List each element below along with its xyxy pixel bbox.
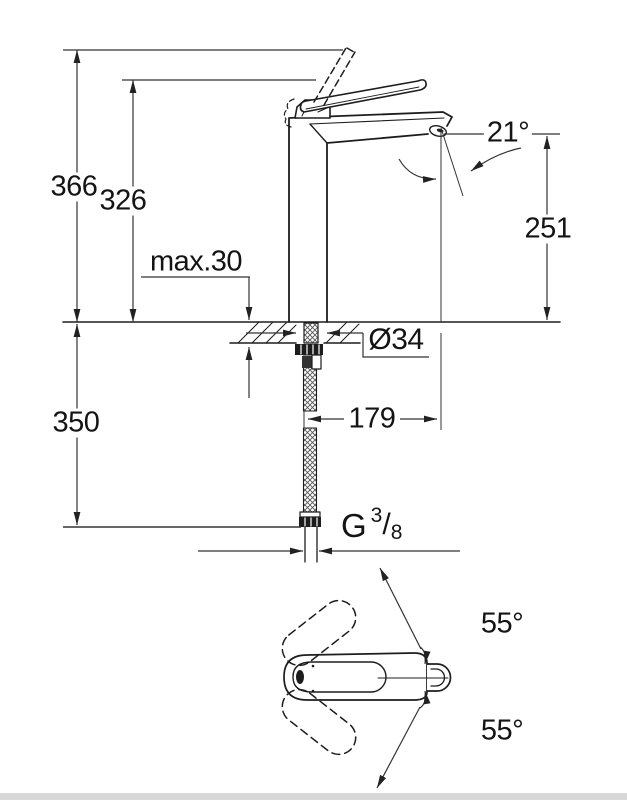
dim-label-55deg-lower: 55° xyxy=(480,714,524,747)
handle-angle-annotations xyxy=(376,567,431,789)
lever-raised-dashed xyxy=(313,47,356,106)
handle-logo-mark xyxy=(296,670,304,684)
faucet-side-view xyxy=(62,47,561,563)
spout-deck-line xyxy=(309,117,445,125)
hose-end-collar xyxy=(299,511,321,518)
dim-label-max30: max.30 xyxy=(149,245,243,278)
hose-fitting xyxy=(311,354,322,370)
swivel-arc-lower xyxy=(419,690,431,709)
handle-post-inner xyxy=(430,668,446,687)
water-stream-angled xyxy=(440,127,464,197)
thread-denominator: 8 xyxy=(390,521,403,544)
dim-label-326: 326 xyxy=(96,186,150,216)
dim-label-350: 350 xyxy=(49,408,103,438)
aerator xyxy=(428,124,448,138)
faucet-body-inner xyxy=(326,133,429,323)
swivel-line-upper xyxy=(379,567,422,650)
flex-hose-lower xyxy=(302,427,318,515)
swivel-arc-upper xyxy=(419,646,431,665)
swivel-line-lower xyxy=(376,706,421,789)
faucet-body-outline xyxy=(288,111,453,323)
dim-label-251: 251 xyxy=(521,214,575,244)
handle-top-view xyxy=(281,599,452,756)
arc-arrow-21deg xyxy=(470,147,522,172)
hose-fitting-dark xyxy=(302,356,312,368)
handle-post xyxy=(426,663,452,692)
thread-slash: / xyxy=(382,508,391,541)
handle-inner-outline xyxy=(292,661,387,693)
dim-label-thread-g38: G 3 / 8 xyxy=(339,505,405,544)
dim-label-55deg-upper: 55° xyxy=(480,607,524,640)
mounting-nut xyxy=(295,344,323,355)
dim-label-366: 366 xyxy=(47,172,101,202)
connection-tube xyxy=(304,526,318,563)
arc-arrow-stream xyxy=(398,158,437,183)
thread-letter: G xyxy=(341,507,367,544)
dim-label-179: 179 xyxy=(345,404,399,434)
threaded-shank xyxy=(303,322,319,344)
dim-label-21deg: 21° xyxy=(483,118,533,148)
hose-end-nut xyxy=(299,517,321,527)
leader-o34 xyxy=(362,333,429,358)
handle-outline xyxy=(283,652,428,701)
dim-label-o34: Ø34 xyxy=(365,325,427,355)
lever-ghost-outline xyxy=(283,98,295,128)
spout-front-slope xyxy=(309,123,328,144)
lever-handle xyxy=(299,79,427,113)
bottom-border-strip xyxy=(0,793,627,800)
thread-numerator: 3 xyxy=(370,504,383,527)
